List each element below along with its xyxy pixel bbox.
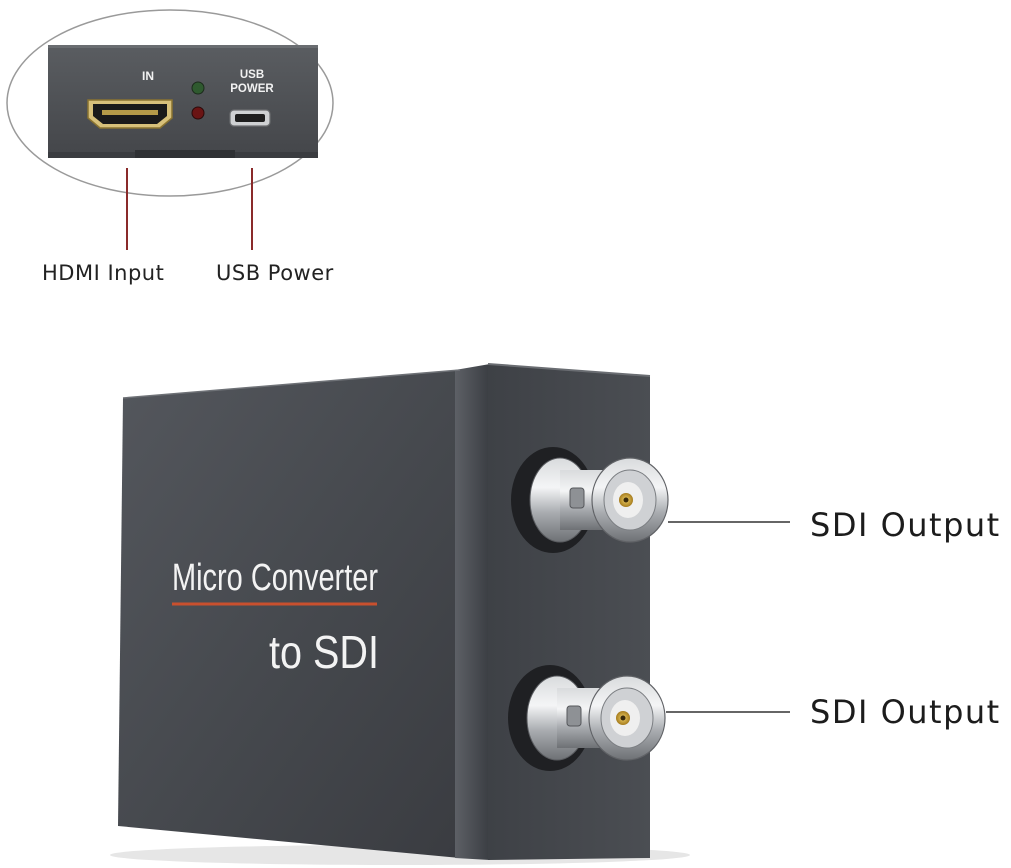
device-front-face	[118, 370, 460, 858]
hdmi-input-label: HDMI Input	[42, 261, 165, 285]
led-red-icon	[191, 106, 205, 120]
in-port-label: IN	[142, 69, 154, 83]
device-side-face	[488, 364, 650, 860]
converter-device: Micro Converter to SDI	[110, 363, 690, 865]
led-green-icon	[191, 81, 205, 95]
usb-port-label-line1: USB	[240, 69, 264, 81]
micro-usb-port-icon	[229, 109, 271, 127]
device-title-line2: to SDI	[269, 626, 379, 678]
port-closeup-inset: IN USB POWER	[6, 9, 334, 197]
sdi-output-bottom-label: SDI Output	[810, 693, 1001, 731]
sdi-output-top-label: SDI Output	[810, 506, 1001, 544]
device-title-line1: Micro Converter	[172, 557, 378, 599]
usb-port-label-line2: POWER	[230, 83, 274, 95]
bnc-connector-bottom-icon	[508, 665, 666, 771]
usb-power-label: USB Power	[216, 261, 334, 285]
hdmi-port-icon	[87, 99, 173, 129]
bnc-connector-top-icon	[511, 447, 669, 553]
